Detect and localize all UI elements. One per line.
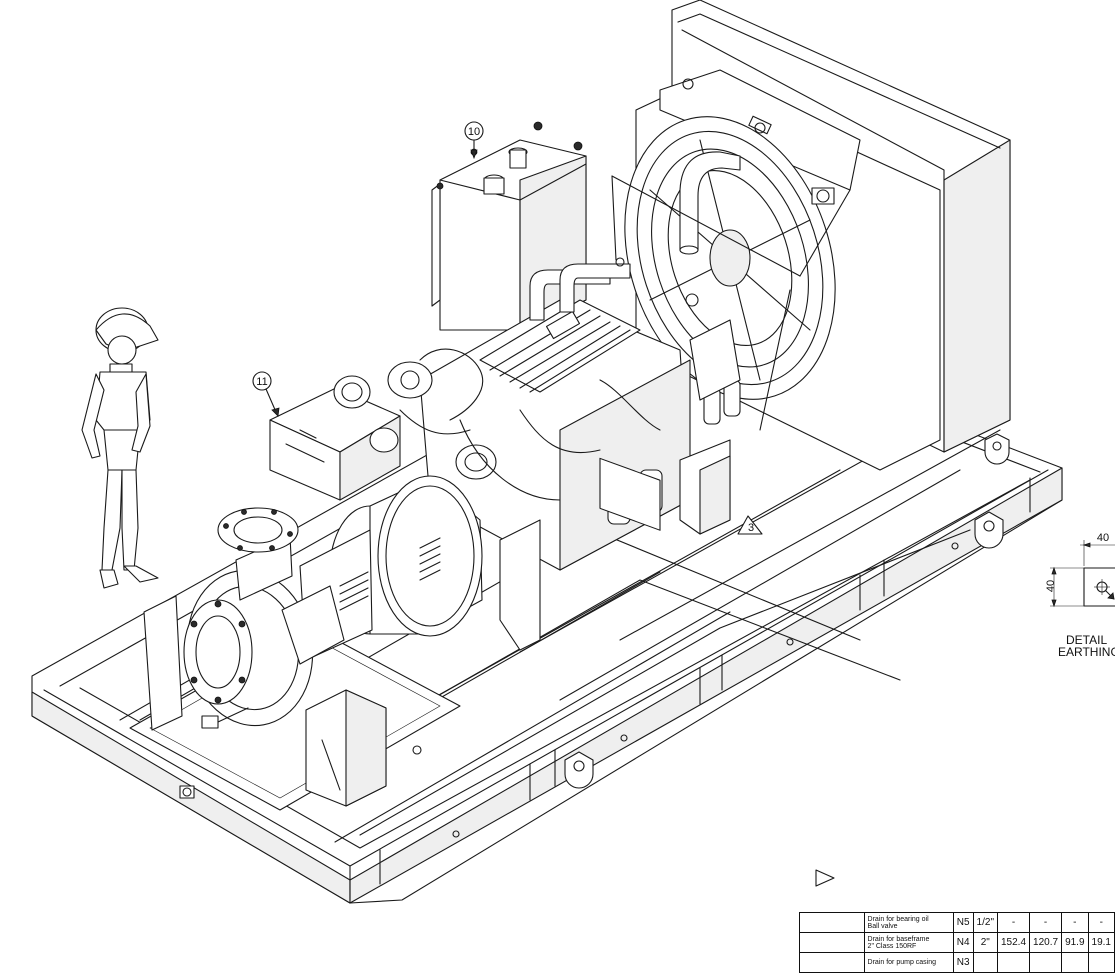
fire-pump xyxy=(143,507,387,807)
suction-flange xyxy=(183,599,253,705)
frame-bolt xyxy=(620,734,628,742)
valve-cover-ribs xyxy=(489,309,631,393)
detail-title: DETAIL xyxy=(1066,634,1115,646)
discharge-flange xyxy=(217,507,299,601)
nozzle-description: Drain for pump casing xyxy=(863,952,954,973)
battery-box xyxy=(269,387,401,501)
housing-vents xyxy=(419,537,441,581)
nozzle-dim-4 xyxy=(1087,952,1115,973)
nozzle-dim-4: - xyxy=(1087,912,1115,933)
nozzle-size xyxy=(972,952,999,973)
nozzle-dim-3: - xyxy=(1061,912,1089,933)
frame-hole xyxy=(412,745,422,755)
table-blank-cell xyxy=(799,932,865,953)
nozzle-size: 2" xyxy=(972,932,999,953)
view-arrow xyxy=(815,869,835,887)
baseframe xyxy=(31,317,1063,904)
nozzle-tag: N5 xyxy=(952,912,974,933)
nozzle-dim-4: 19.1 xyxy=(1087,932,1115,953)
frame-bolt xyxy=(951,542,959,550)
operator-scale-figure xyxy=(81,307,159,589)
nozzle-dim-1 xyxy=(996,952,1031,973)
lifting-lug xyxy=(564,751,594,789)
balloon-10-label: 10 xyxy=(468,126,480,138)
nozzle-tag: N3 xyxy=(952,952,974,973)
balloon-11: 11 xyxy=(252,371,280,417)
detail-subtitle: EARTHING xyxy=(1058,646,1115,658)
detail-title-line2: EARTHING xyxy=(1058,645,1115,659)
nozzle-tag: N4 xyxy=(952,932,974,953)
lifting-lug xyxy=(974,511,1004,549)
turbocharger xyxy=(333,361,433,409)
frame-bolt xyxy=(452,830,460,838)
nozzle-dim-1: 152.4 xyxy=(996,932,1031,953)
baseframe-posts xyxy=(349,477,1031,901)
lifting-lug xyxy=(984,433,1010,465)
nozzle-dim-1: - xyxy=(996,912,1031,933)
nozzle-dim-2: 120.7 xyxy=(1029,932,1063,953)
balloon-10: 10 xyxy=(464,121,484,160)
table-blank-cell xyxy=(799,912,865,933)
table-blank-cell xyxy=(799,952,865,973)
nozzle-dim-2: - xyxy=(1029,912,1063,933)
detail-dim-vertical: 40 xyxy=(1045,580,1057,592)
nozzle-size: 1/2" xyxy=(972,912,999,933)
nozzle-dim-3: 91.9 xyxy=(1061,932,1089,953)
revision-triangle-3: 3 xyxy=(737,515,763,535)
table-row: Drain for pump casing N3 xyxy=(799,952,1115,973)
turbocharger xyxy=(369,427,497,480)
detail-dim-horizontal: 40 xyxy=(1097,532,1109,544)
revision-triangle-label: 3 xyxy=(748,522,754,534)
diesel-engine xyxy=(333,257,741,651)
nozzle-dim-3 xyxy=(1061,952,1089,973)
bell-housing xyxy=(299,475,483,661)
nozzle-dim-2 xyxy=(1029,952,1063,973)
detail-title-line1: DETAIL xyxy=(1066,633,1108,647)
frame-bolt xyxy=(786,638,794,646)
radiator-fan xyxy=(624,116,836,400)
detail-earthing-view: 40 40 xyxy=(1045,532,1115,608)
baseframe-drain-fitting xyxy=(179,785,195,799)
casing-drain-valve xyxy=(201,707,249,729)
coolant-pipe xyxy=(679,151,741,251)
balloon-11-label: 11 xyxy=(256,376,267,388)
